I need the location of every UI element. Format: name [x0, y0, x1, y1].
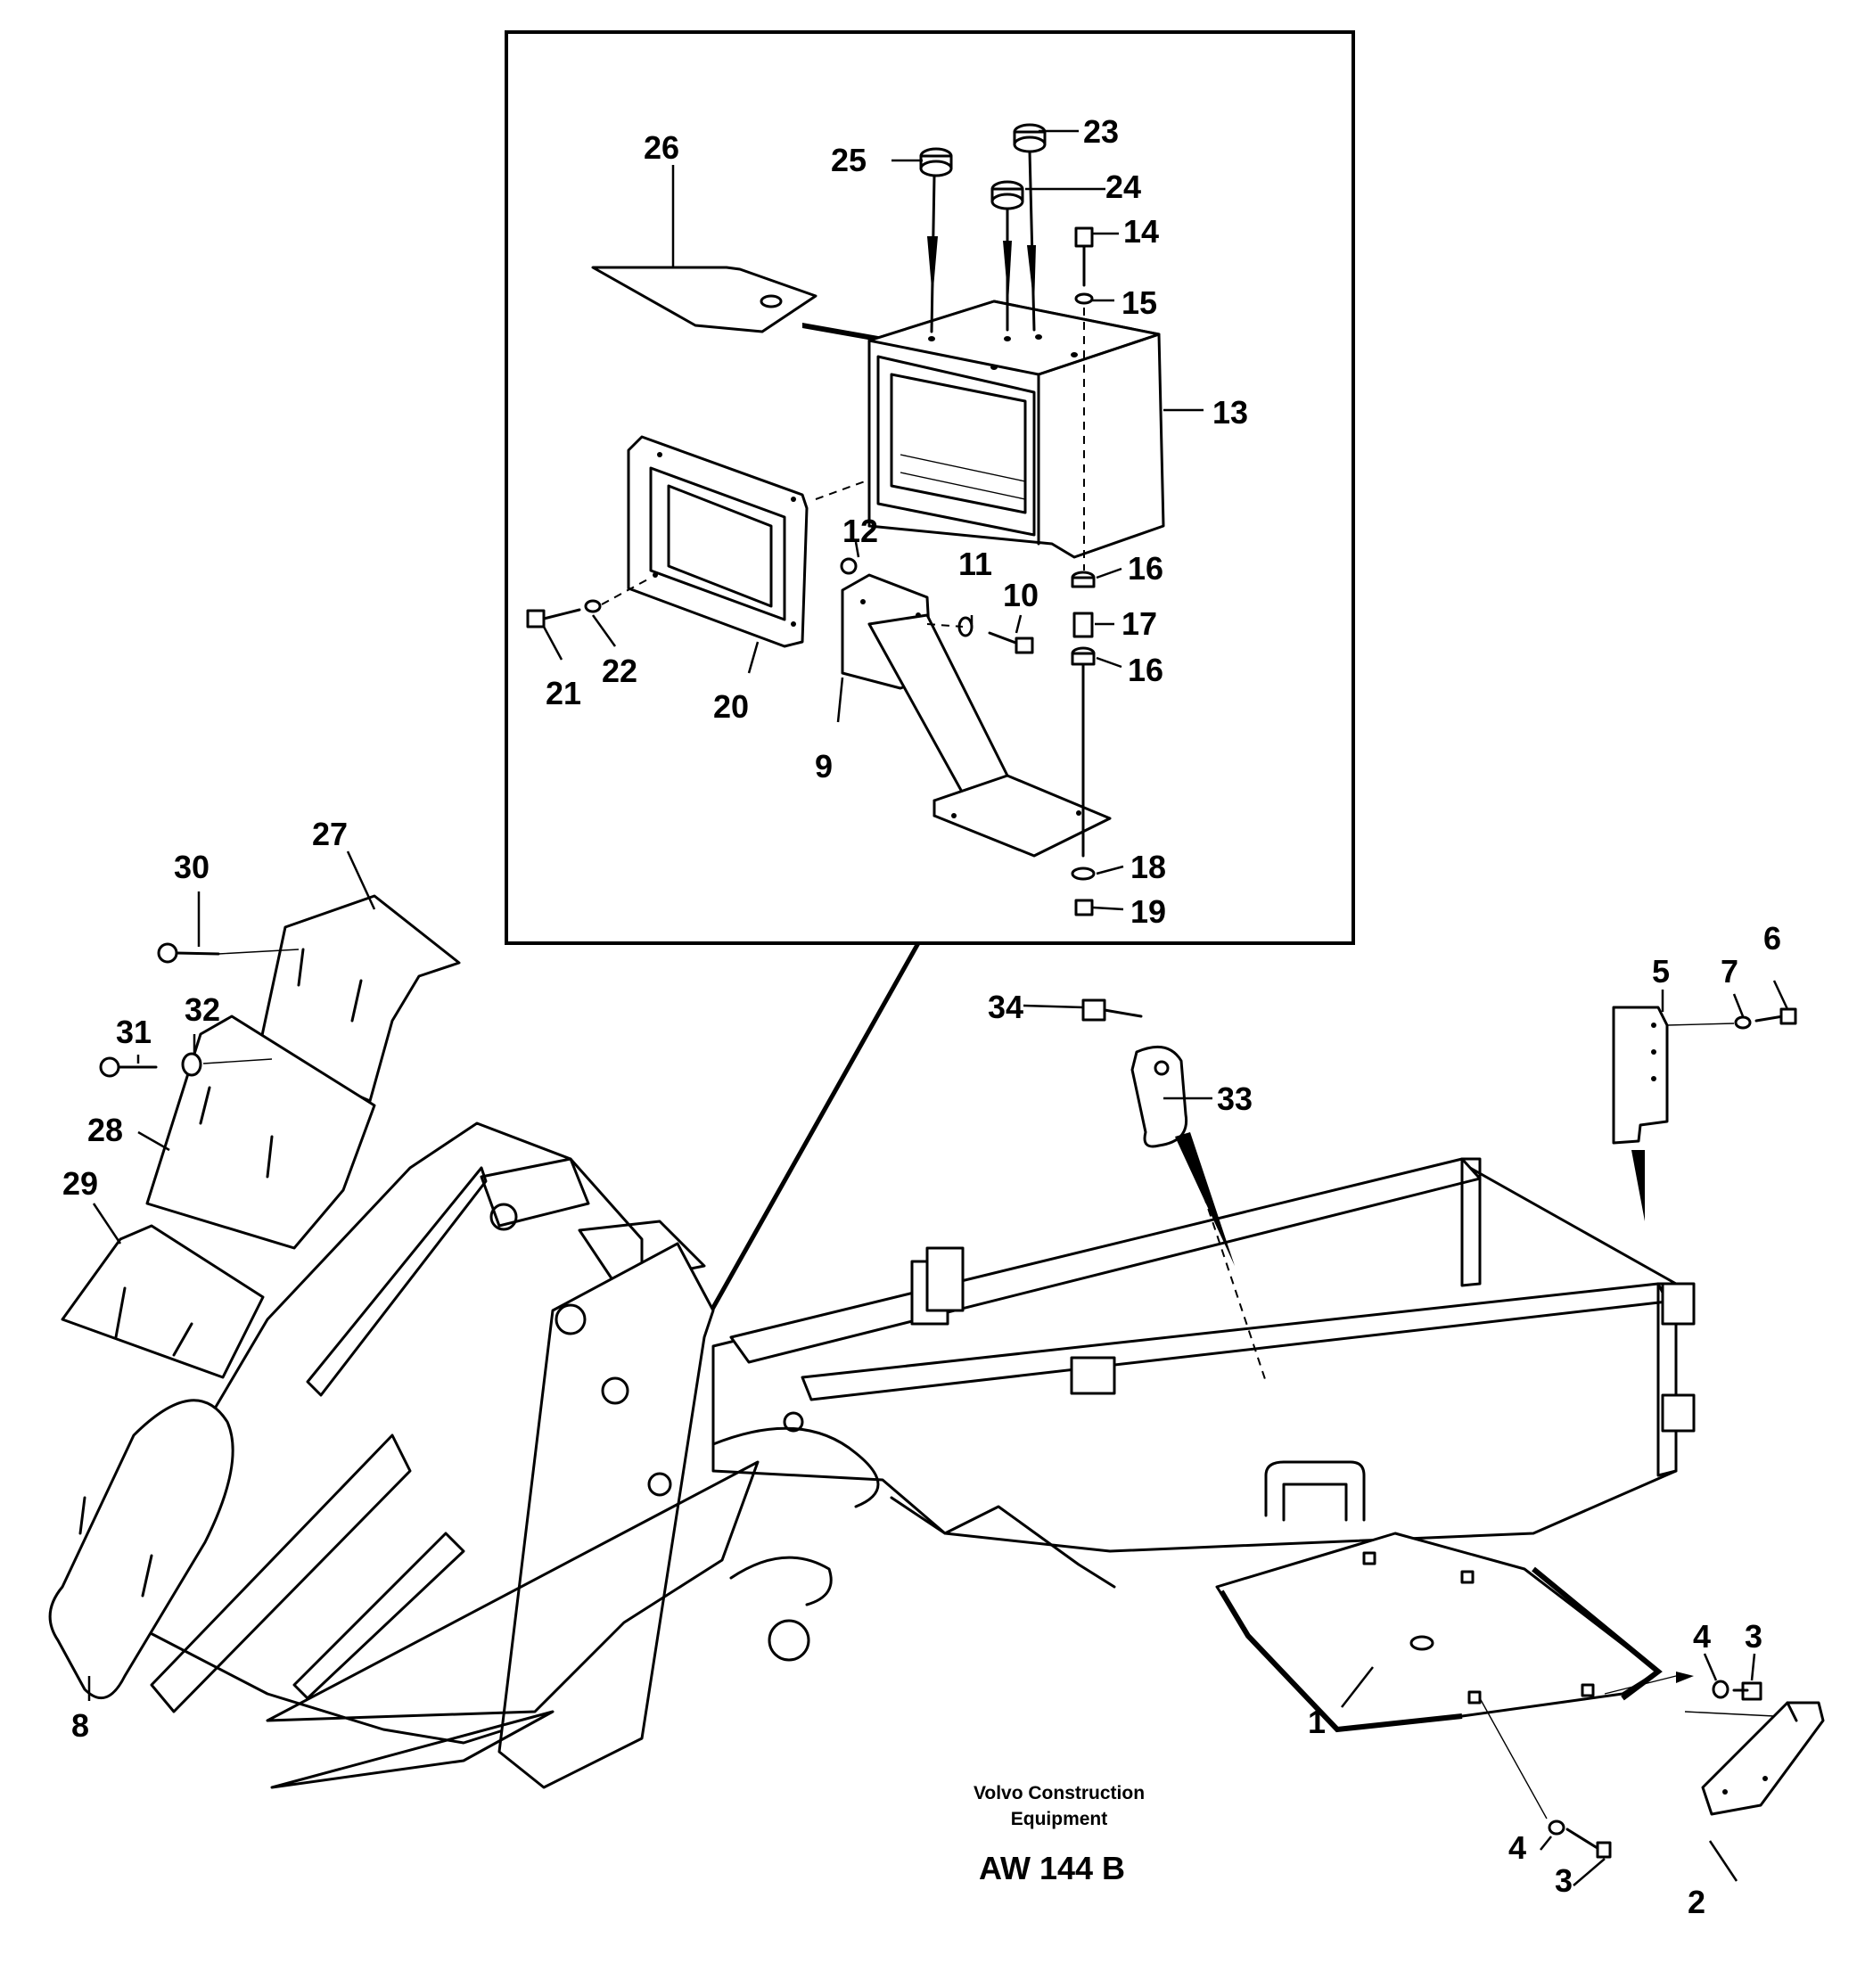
guard-plate-29 — [61, 1224, 265, 1379]
bolt-21 — [526, 608, 581, 628]
washer-4-lower — [1548, 1820, 1565, 1836]
callout-9: 9 — [815, 748, 833, 785]
callout-15: 15 — [1121, 284, 1157, 321]
main-frame — [145, 1121, 1696, 1789]
callout-3-lower: 3 — [1555, 1862, 1573, 1899]
callout-3-upper: 3 — [1745, 1618, 1762, 1655]
guard-plate-8 — [48, 1399, 234, 1699]
frame-plate-20 — [627, 435, 809, 648]
callout-13: 13 — [1212, 394, 1248, 431]
callout-10: 10 — [1003, 577, 1039, 613]
screw-3-lower — [1565, 1828, 1612, 1859]
callout-11: 11 — [958, 546, 992, 582]
callout-5: 5 — [1652, 953, 1670, 990]
guard-plate-28 — [145, 1015, 376, 1250]
callout-1: 1 — [1308, 1704, 1326, 1740]
callout-24: 24 — [1105, 168, 1141, 205]
bushing-16-lower — [1071, 646, 1096, 666]
washer-18 — [1071, 867, 1096, 881]
support-bracket-9 — [841, 573, 1112, 858]
bracket-2 — [1701, 1701, 1825, 1816]
callout-19: 19 — [1130, 893, 1166, 930]
bracket-box-13 — [867, 300, 1165, 559]
leader-lines — [87, 129, 1789, 1886]
callout-4-lower: 4 — [1508, 1829, 1526, 1866]
callout-14: 14 — [1123, 213, 1159, 250]
caption-block: Volvo Construction Equipment AW 144 B — [974, 1783, 1145, 1886]
callout-27: 27 — [312, 816, 348, 852]
bolt-10 — [988, 631, 1034, 654]
callout-22: 22 — [602, 653, 637, 689]
screw-6 — [1754, 1007, 1797, 1025]
spacer-17 — [1072, 612, 1094, 638]
callout-16-lower: 16 — [1128, 652, 1163, 688]
washer-4-upper — [1712, 1680, 1729, 1699]
washer-22 — [584, 599, 602, 613]
callout-17: 17 — [1121, 605, 1157, 642]
callout-23: 23 — [1083, 113, 1119, 150]
callout-31: 31 — [116, 1014, 152, 1050]
callout-12: 12 — [842, 513, 878, 549]
callout-30: 30 — [174, 849, 210, 885]
callout-4-upper: 4 — [1693, 1618, 1711, 1655]
bolt-14 — [1074, 226, 1094, 287]
bushing-16-upper — [1071, 571, 1096, 588]
callout-29: 29 — [62, 1165, 98, 1202]
caption-line-1: Volvo Construction — [974, 1783, 1145, 1803]
nut-12 — [840, 557, 858, 575]
callout-labels: 1 2 3 3 4 4 5 6 7 8 9 10 11 12 13 14 15 … — [62, 113, 1781, 1920]
callout-18: 18 — [1130, 849, 1166, 885]
bolt-34 — [1081, 998, 1143, 1022]
callout-34: 34 — [988, 989, 1023, 1025]
caption-line-2: Equipment — [1011, 1809, 1108, 1829]
callout-26: 26 — [644, 129, 679, 166]
screw-31 — [99, 1056, 158, 1078]
callout-2: 2 — [1688, 1884, 1705, 1920]
callout-33: 33 — [1217, 1080, 1253, 1117]
link-33 — [1130, 1045, 1188, 1148]
callout-6: 6 — [1763, 920, 1781, 957]
grommet-24 — [990, 180, 1024, 332]
callout-32: 32 — [185, 991, 220, 1028]
callout-8: 8 — [71, 1707, 89, 1744]
callout-20: 20 — [713, 688, 749, 725]
screw-3-upper — [1732, 1681, 1762, 1701]
nut-19 — [1074, 899, 1094, 916]
callout-7: 7 — [1721, 953, 1738, 990]
washer-32 — [181, 1052, 202, 1077]
callout-28: 28 — [87, 1112, 123, 1148]
bracket-5 — [1612, 1006, 1669, 1145]
washer-15 — [1074, 292, 1094, 305]
detail-inset — [505, 30, 1355, 1499]
screw-30 — [157, 942, 300, 964]
callout-21: 21 — [546, 675, 581, 711]
callout-16-upper: 16 — [1128, 550, 1163, 587]
callout-25: 25 — [831, 142, 867, 178]
grommet-25 — [919, 147, 953, 333]
bottom-guard-1 — [1215, 1532, 1663, 1733]
grommet-23 — [1013, 123, 1047, 332]
drawing-code: AW 144 B — [979, 1850, 1125, 1886]
washer-7 — [1734, 1015, 1752, 1030]
